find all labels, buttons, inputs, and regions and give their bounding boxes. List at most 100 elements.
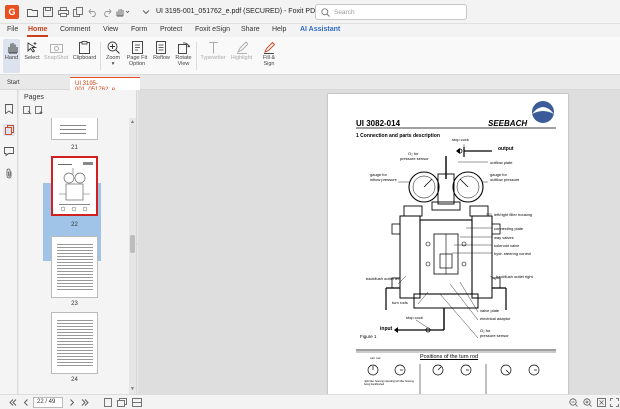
save-icon[interactable] — [41, 5, 55, 19]
comments-icon[interactable] — [3, 145, 15, 157]
page-number-24: 24 — [71, 377, 78, 383]
menu-home[interactable]: Home — [28, 26, 48, 33]
scrollbar-thumb[interactable] — [130, 235, 135, 253]
menu-form[interactable]: Form — [131, 26, 148, 33]
menu-file[interactable]: File — [7, 26, 19, 33]
insert-page-icon[interactable] — [35, 106, 44, 115]
page-options-icon[interactable] — [23, 106, 32, 115]
fullscreen-icon[interactable] — [609, 398, 619, 407]
label-input: input — [380, 326, 393, 332]
page-thumbnail-22[interactable] — [51, 156, 98, 216]
label-gauge-outflow-2: outflow pressure — [490, 177, 520, 182]
print-icon[interactable] — [56, 5, 70, 19]
zoom-dropdown-icon: ▾ — [111, 61, 115, 67]
select-icon — [22, 39, 42, 55]
single-page-view-icon[interactable] — [103, 398, 113, 407]
title-bar: G UI 3195-001_051762_e.pdf (SECURED) - F… — [0, 0, 620, 24]
label-o2-top-1: O₂ for — [408, 151, 419, 156]
menu-foxit-esign[interactable]: Foxit eSign — [195, 26, 231, 33]
turn-rod-description: right filter housing operating left filt… — [364, 380, 414, 386]
label-connecting-plate: connecting plate — [494, 226, 524, 231]
ribbon-separator — [100, 42, 101, 70]
typewriter-icon — [199, 39, 227, 55]
attachment-icon[interactable] — [3, 167, 15, 179]
menu-help[interactable]: Help — [272, 26, 287, 33]
page-thumbnail-23[interactable] — [51, 236, 98, 298]
hand-label: Hand — [4, 55, 19, 61]
fill-sign-label-2: Sign — [263, 61, 275, 67]
previous-page-icon[interactable] — [21, 398, 31, 407]
fill-sign-button[interactable]: Fill & Sign — [258, 39, 280, 73]
page-fit-option-label: Option — [128, 61, 146, 67]
pages-icon[interactable] — [3, 124, 15, 136]
scroll-up-icon[interactable]: ▲ — [130, 119, 135, 125]
two-page-view-icon[interactable] — [117, 398, 127, 407]
document-viewer[interactable]: UI 3082-014 SEEBACH 1 Connection and par… — [138, 90, 620, 394]
scroll-down-icon[interactable]: ▼ — [130, 386, 135, 392]
rotate-view-button[interactable]: Rotate View — [173, 39, 194, 73]
label-gauge-outflow-1: gauge for — [490, 172, 507, 177]
thumbnail-list: 21 22 23 24 — [19, 118, 129, 394]
page-thumbnail-24[interactable] — [51, 312, 98, 374]
label-backflush-right: backflush outlet right — [496, 274, 533, 279]
label-electrical-adaptor: electrical adaptor — [480, 316, 511, 321]
clipboard-label: Clipboard — [72, 55, 97, 61]
select-button[interactable]: Select — [22, 39, 42, 73]
fit-page-icon[interactable] — [596, 398, 606, 407]
page-fit-icon — [125, 39, 149, 55]
hand-button[interactable]: Hand — [3, 39, 20, 73]
search-input[interactable]: Search — [315, 4, 467, 20]
undo-icon[interactable] — [86, 5, 100, 19]
copy-icon[interactable] — [71, 5, 85, 19]
clipboard-button[interactable]: Clipboard — [71, 39, 98, 73]
pdf-page: UI 3082-014 SEEBACH 1 Connection and par… — [328, 94, 568, 394]
tab-start[interactable]: Start — [2, 77, 68, 90]
highlight-button[interactable]: Highlight — [229, 39, 254, 73]
menu-share[interactable]: Share — [241, 26, 260, 33]
redo-icon[interactable] — [100, 5, 114, 19]
highlight-label: Highlight — [230, 55, 253, 61]
tab-start-label: Start — [7, 80, 20, 86]
page-thumbnail-21[interactable] — [51, 118, 98, 140]
document-tabs: Start UI 3195-001_051762_e... — [0, 76, 620, 93]
reflow-button[interactable]: Reflow — [151, 39, 172, 73]
folder-open-icon[interactable] — [25, 5, 39, 19]
snapshot-button[interactable]: SnapShot — [44, 39, 68, 73]
zoom-out-icon[interactable] — [568, 398, 578, 407]
last-page-icon[interactable] — [80, 398, 90, 407]
label-stop-cock-bottom: stop cock — [406, 315, 423, 320]
camera-icon — [44, 39, 68, 55]
label-o2-bottom-2: pressure sensor — [480, 333, 509, 338]
typewriter-button[interactable]: Typewriter — [199, 39, 227, 73]
chevron-down-icon[interactable] — [139, 5, 153, 19]
zoom-button[interactable]: Zoom ▾ — [103, 39, 123, 73]
page-number-21: 21 — [71, 145, 78, 151]
continuous-view-icon[interactable] — [132, 398, 142, 407]
page-fit-option-button[interactable]: Page Fit Option — [125, 39, 149, 73]
thumbnail-scrollbar[interactable]: ▲ ▼ — [129, 118, 136, 394]
next-page-icon[interactable] — [67, 398, 77, 407]
reflow-label: Reflow — [153, 55, 170, 61]
zoom-in-icon[interactable] — [582, 398, 592, 407]
typewriter-label: Typewriter — [200, 55, 226, 61]
pages-panel-title: Pages — [24, 94, 44, 101]
select-label: Select — [24, 55, 40, 61]
label-solenoid-valve: solenoid valve — [494, 243, 520, 248]
page-number-input[interactable]: 22 / 49 — [33, 397, 63, 408]
menu-protect[interactable]: Protect — [160, 26, 183, 33]
tab-document[interactable]: UI 3195-001_051762_e... — [70, 77, 140, 93]
app-logo: G — [5, 5, 19, 19]
search-placeholder: Search — [334, 9, 355, 16]
label-hydr-control: hydr. steering control — [494, 251, 532, 256]
menu-comment[interactable]: Comment — [60, 26, 91, 33]
figure-caption: Figure 1 — [360, 334, 377, 339]
fill-sign-label: Fill & — [262, 55, 276, 61]
page-number-23: 23 — [71, 301, 78, 307]
menu-ai-assistant[interactable]: AI Assistant — [300, 26, 341, 33]
menu-view[interactable]: View — [103, 26, 119, 33]
hand-dropdown-icon[interactable] — [115, 5, 129, 19]
clipboard-icon — [71, 39, 98, 55]
bookmark-icon[interactable] — [3, 103, 15, 115]
first-page-icon[interactable] — [8, 398, 18, 407]
rotate-icon — [173, 39, 194, 55]
